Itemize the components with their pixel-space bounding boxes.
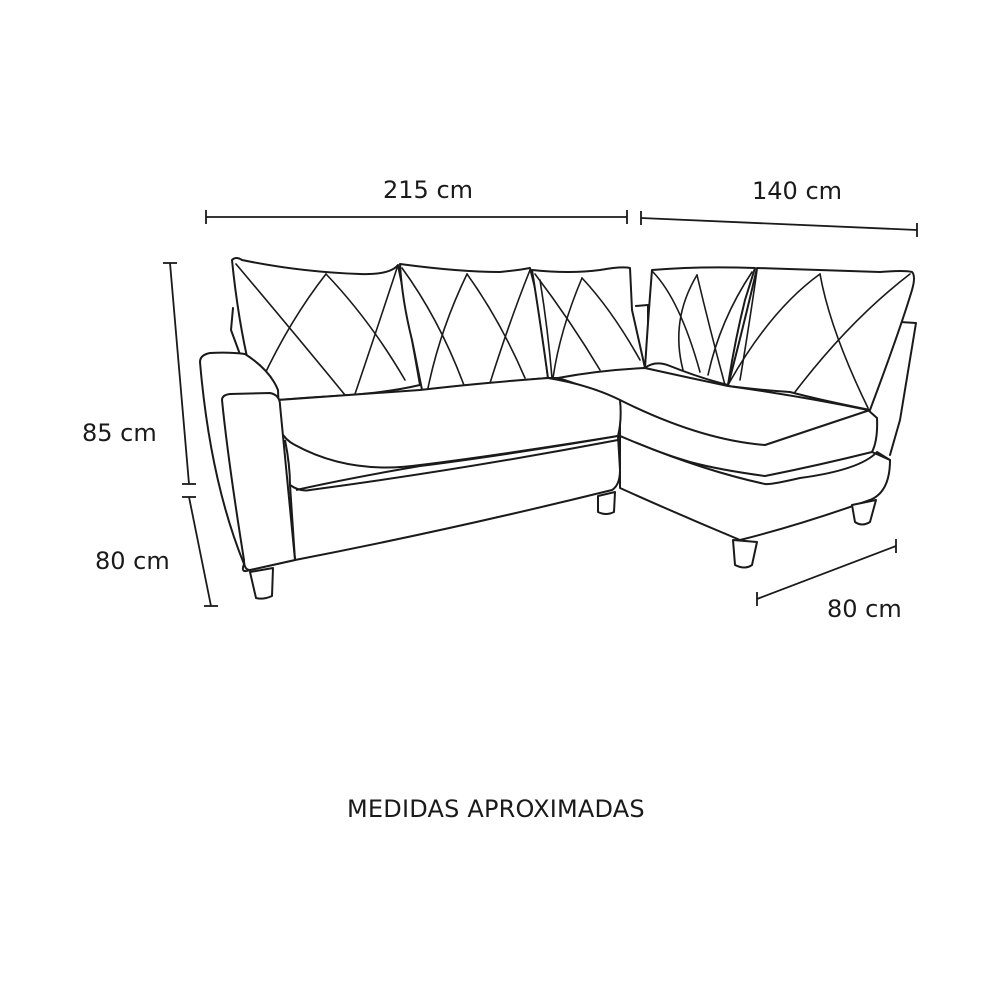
dimension-line-215 [205, 210, 628, 224]
dimension-line-80-vertical [182, 496, 218, 607]
main-section [199, 351, 622, 600]
back-cushion-4 [0, 0, 756, 386]
back-cushion-2 [399, 263, 549, 391]
dimension-label-85: 85 cm [82, 419, 157, 447]
back-cushion-3 [531, 266, 646, 379]
dimension-line-85 [163, 262, 196, 485]
dimension-label-80-chaise: 80 cm [827, 595, 902, 623]
dimension-label-140: 140 cm [752, 177, 843, 205]
dimension-line-80-chaise [756, 539, 897, 606]
caption-approximate-measurements: MEDIDAS APROXIMADAS [347, 795, 645, 823]
dimension-label-80-vertical: 80 cm [95, 547, 170, 575]
dimension-label-215: 215 cm [383, 176, 474, 204]
back-cushion-5 [727, 267, 915, 411]
dimension-line-140 [640, 211, 918, 237]
chaise-section [557, 367, 891, 569]
